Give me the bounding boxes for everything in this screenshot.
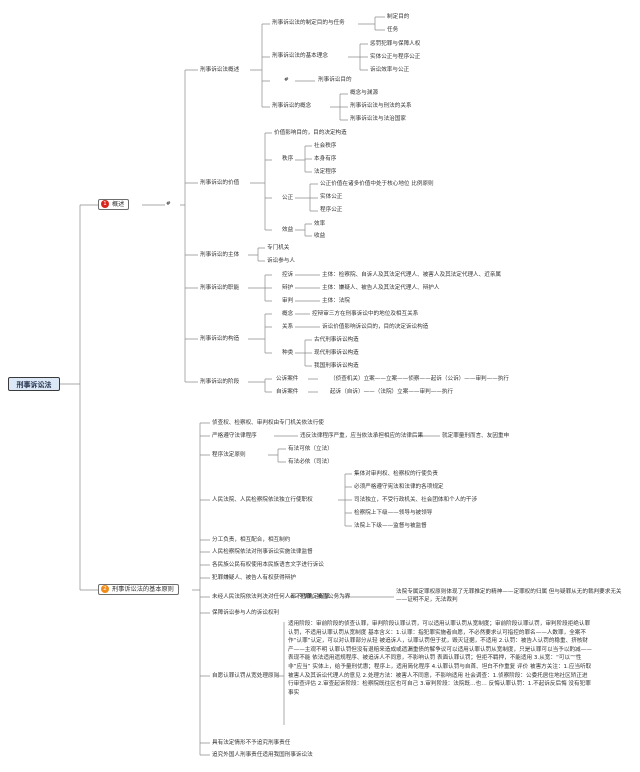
principle-item[interactable]: 保障诉讼参与人的诉讼权利 [212, 610, 280, 616]
principle-item[interactable]: 自愿认罪认罚从宽处理原则 [212, 673, 280, 679]
hash-marker: # [284, 77, 289, 83]
node-struct-kind[interactable]: 种类 [282, 350, 294, 356]
principle-item[interactable]: 人民法院、人民检察院依法独立行使职权 [212, 497, 313, 503]
leaf-node[interactable]: 法院专属定罪权原则体现了无罪推定的精神——定罪权的归属 但与疑罪从无的裁判要求无… [396, 589, 622, 604]
text-block[interactable]: 适用阶段：审前阶段的侦查认罪，审判阶段认罪认罚，可以适用认罪认罚从宽制度；审前阶… [288, 621, 592, 696]
leaf-node[interactable]: 检察院上下级——领导与被领导 [354, 510, 433, 516]
principle-item[interactable]: 严格遵守法律程序 [212, 433, 257, 439]
node-notion[interactable]: 刑事诉讼的概念 [272, 103, 312, 109]
node-private-case[interactable]: 自诉案件 [276, 389, 299, 395]
leaf-node[interactable]: 本身有序 [314, 156, 337, 162]
hash-marker: # [166, 201, 171, 207]
leaf-node[interactable]: 实体公正 [320, 194, 343, 200]
leaf-node[interactable]: 起诉（自诉）——（法院）立案——审判——执行 [330, 389, 454, 395]
node-fair[interactable]: 公正 [282, 195, 294, 201]
node-struct-relation[interactable]: 关系 [282, 324, 294, 330]
principle-item[interactable]: 追究外国人刑事责任适用我国刑事诉讼法 [212, 752, 313, 758]
leaf-node[interactable]: 必须严格遵守宪法和法律的各项规定 [354, 484, 444, 490]
node-overview[interactable]: 刑事诉讼法概述 [200, 67, 240, 73]
node-pros[interactable]: 控诉 [282, 272, 294, 278]
leaf-node[interactable]: 犯罪、被告公务为界 [300, 594, 351, 600]
leaf-node[interactable]: 古代刑事诉讼构造 [314, 337, 359, 343]
node-concept[interactable]: 刑事诉讼法的基本理念 [272, 53, 328, 59]
node-public-case[interactable]: 公诉案件 [276, 376, 299, 382]
node-value[interactable]: 刑事诉讼的价值 [200, 180, 240, 186]
leaf-node[interactable]: 违反法律程序严重，应当依法承担相应的法律后果 [300, 433, 424, 439]
principle-item[interactable]: 人民检察院依法对刑事诉讼实施法律监督 [212, 549, 313, 555]
principle-item[interactable]: 未经人民法院依法判决对任何人都不得确定有罪 [212, 594, 330, 600]
leaf-node[interactable]: 公正价值在诸多价值中处于核心地位 比例原则 [320, 181, 434, 187]
node-struct-concept[interactable]: 概念 [282, 311, 294, 317]
principle-item[interactable]: 各民族公民有权使用本民族语言文字进行诉讼 [212, 562, 324, 568]
leaf-node[interactable]: 有法可依（立法） [288, 446, 333, 452]
leaf-node[interactable]: 有法必依（司法） [288, 459, 333, 465]
leaf-node[interactable]: （侦查机关）立案——立案——侦察——起诉（公诉）——审判——执行 [330, 376, 510, 382]
principle-item[interactable]: 具有法定情形不予追究刑事责任 [212, 740, 291, 746]
leaf-node[interactable]: 刑事诉讼法与法治国家 [350, 116, 406, 122]
root-node[interactable]: 刑事诉讼法 [8, 377, 60, 391]
leaf-node[interactable]: 就定罪量刑而言、友因重申 [442, 433, 510, 439]
leaf-node[interactable]: 集体对审判权、检察权的行使负责 [354, 471, 438, 477]
node-stage[interactable]: 刑事诉讼的阶段 [200, 379, 240, 385]
node-judge[interactable]: 审判 [282, 298, 294, 304]
leaf-node[interactable]: 主体：嫌疑人、被告人及其法定代理人、辩护人 [322, 285, 440, 291]
leaf-node[interactable]: 惩罚犯罪与保障人权 [370, 41, 421, 47]
leaf-node[interactable]: 刑事诉讼法与刑法的关系 [350, 103, 412, 109]
node-subject[interactable]: 刑事诉讼的主体 [200, 252, 240, 258]
leaf-node[interactable]: 制定目的 [387, 14, 410, 20]
node-purpose[interactable]: 刑事诉讼法的制定目的与任务 [272, 20, 345, 26]
node-func[interactable]: 刑事诉讼的职能 [200, 285, 240, 291]
leaf-node[interactable]: 程序公正 [320, 207, 343, 213]
node-order[interactable]: 秩序 [282, 156, 294, 162]
leaf-node[interactable]: 主体：检察院、自诉人及其法定代理人、被害人及其法定代理人、近亲属 [322, 272, 502, 278]
leaf-node[interactable]: 法院上下级——监督与被监督 [354, 523, 427, 529]
leaf-node[interactable]: 社会秩序 [314, 143, 337, 149]
leaf-node[interactable]: 刑事诉讼目的 [318, 77, 352, 83]
leaf-node[interactable]: 实体公正与程序公正 [370, 54, 421, 60]
leaf-node[interactable]: 现代刑事诉讼构造 [314, 350, 359, 356]
leaf-node[interactable]: 任务 [387, 27, 399, 33]
leaf-node[interactable]: 效率 [314, 221, 326, 227]
leaf-node[interactable]: 收益 [314, 233, 326, 239]
node-def[interactable]: 辩护 [282, 285, 294, 291]
leaf-node[interactable]: 司法独立，不受行政机关、社会团体和个人的干涉 [354, 497, 478, 503]
node-eff[interactable]: 效益 [282, 227, 294, 233]
leaf-node[interactable]: 诉讼参与人 [267, 258, 295, 264]
leaf-node[interactable]: 诉讼价值影响诉讼目的，目的决定诉讼构造 [322, 324, 429, 330]
number-badge: 2 [101, 585, 109, 593]
principle-item[interactable]: 程序法定原则 [212, 452, 246, 458]
leaf-node[interactable]: 主体：法院 [322, 298, 350, 304]
principle-item[interactable]: 侦查权、检察权、审判权由专门机关依法行使 [212, 420, 324, 426]
leaf-node[interactable]: 概念与渊源 [350, 90, 378, 96]
main-node-label: 刑事诉讼法的基本原则 [112, 586, 174, 593]
leaf-node[interactable]: 法定程序 [314, 169, 337, 175]
number-badge: 1 [101, 200, 109, 208]
node-struct[interactable]: 刑事诉讼的构造 [200, 336, 240, 342]
leaf-node[interactable]: 诉讼效率与公正 [370, 67, 410, 73]
leaf-node[interactable]: 专门机关 [267, 245, 290, 251]
principle-item[interactable]: 犯罪嫌疑人、被告人有权获得辩护 [212, 575, 296, 581]
leaf-node[interactable]: 价值影响目的，目的决定构造 [274, 130, 347, 136]
leaf-node[interactable]: 我国刑事诉讼构造 [314, 363, 359, 369]
principle-item[interactable]: 分工负责，相互配合，相互制约 [212, 537, 291, 543]
main-node-label: 概述 [112, 201, 125, 208]
leaf-node[interactable]: 控辩审三方在刑事诉讼中的地位及相互关系 [312, 311, 419, 317]
